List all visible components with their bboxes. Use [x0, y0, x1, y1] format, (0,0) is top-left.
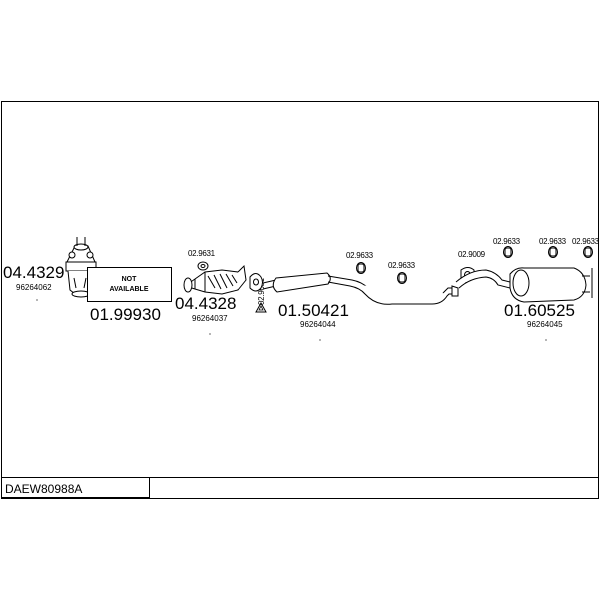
hanger-c-ref: 02.9633 — [493, 237, 521, 246]
hanger-a-symbol — [356, 262, 366, 274]
hanger-a-ref: 02.9633 — [346, 251, 374, 260]
front-pipe-oem: 96264062 — [16, 283, 52, 292]
hanger-d-symbol — [548, 246, 558, 258]
cat-gasket-symbol — [197, 261, 209, 271]
centre-silencer-marker — [319, 339, 321, 341]
catalyst-drawing — [183, 264, 247, 295]
rear-clamp-ref: 02.9009 — [458, 250, 486, 259]
front-pipe-marker — [36, 299, 38, 301]
hanger-b-ref: 02.9633 — [388, 261, 416, 270]
code-box — [1, 477, 150, 498]
catalyst-ref: 04.4328 — [175, 294, 236, 313]
centre-silencer-oem: 96264044 — [300, 320, 336, 329]
rear-silencer-oem: 96264045 — [527, 320, 563, 329]
rear-silencer-marker — [545, 339, 547, 341]
centre-silencer-drawing — [262, 272, 459, 305]
diagram-border — [1, 101, 599, 499]
not-available-box — [87, 267, 172, 302]
centre-clamp-symbol — [249, 273, 263, 292]
catalyst-oem: 96264037 — [192, 314, 228, 323]
catalyst-marker — [209, 333, 211, 335]
rear-silencer-ref: 01.60525 — [504, 301, 575, 320]
hanger-b-symbol — [397, 272, 407, 284]
front-pipe-ref: 04.4329 — [3, 263, 64, 282]
centre-silencer-ref: 01.50421 — [278, 301, 349, 320]
flange-gasket-ref: 02.9631 — [257, 277, 266, 305]
rear-silencer-drawing — [455, 267, 590, 303]
cat-gasket-ref: 02.9631 — [188, 249, 216, 258]
not-available-line-1: NOT — [122, 276, 138, 283]
hanger-c-symbol — [503, 246, 513, 258]
hanger-d-ref: 02.9633 — [539, 237, 567, 246]
gap-piece-ref: 01.99930 — [90, 305, 161, 324]
hanger-e-ref: 02.9633 — [572, 237, 600, 246]
not-available-line-2: AVAILABLE — [109, 286, 148, 293]
diagram-code: DAEW80988A — [5, 482, 82, 496]
flange-gasket-inner — [258, 305, 264, 311]
hanger-e-symbol — [583, 246, 593, 258]
